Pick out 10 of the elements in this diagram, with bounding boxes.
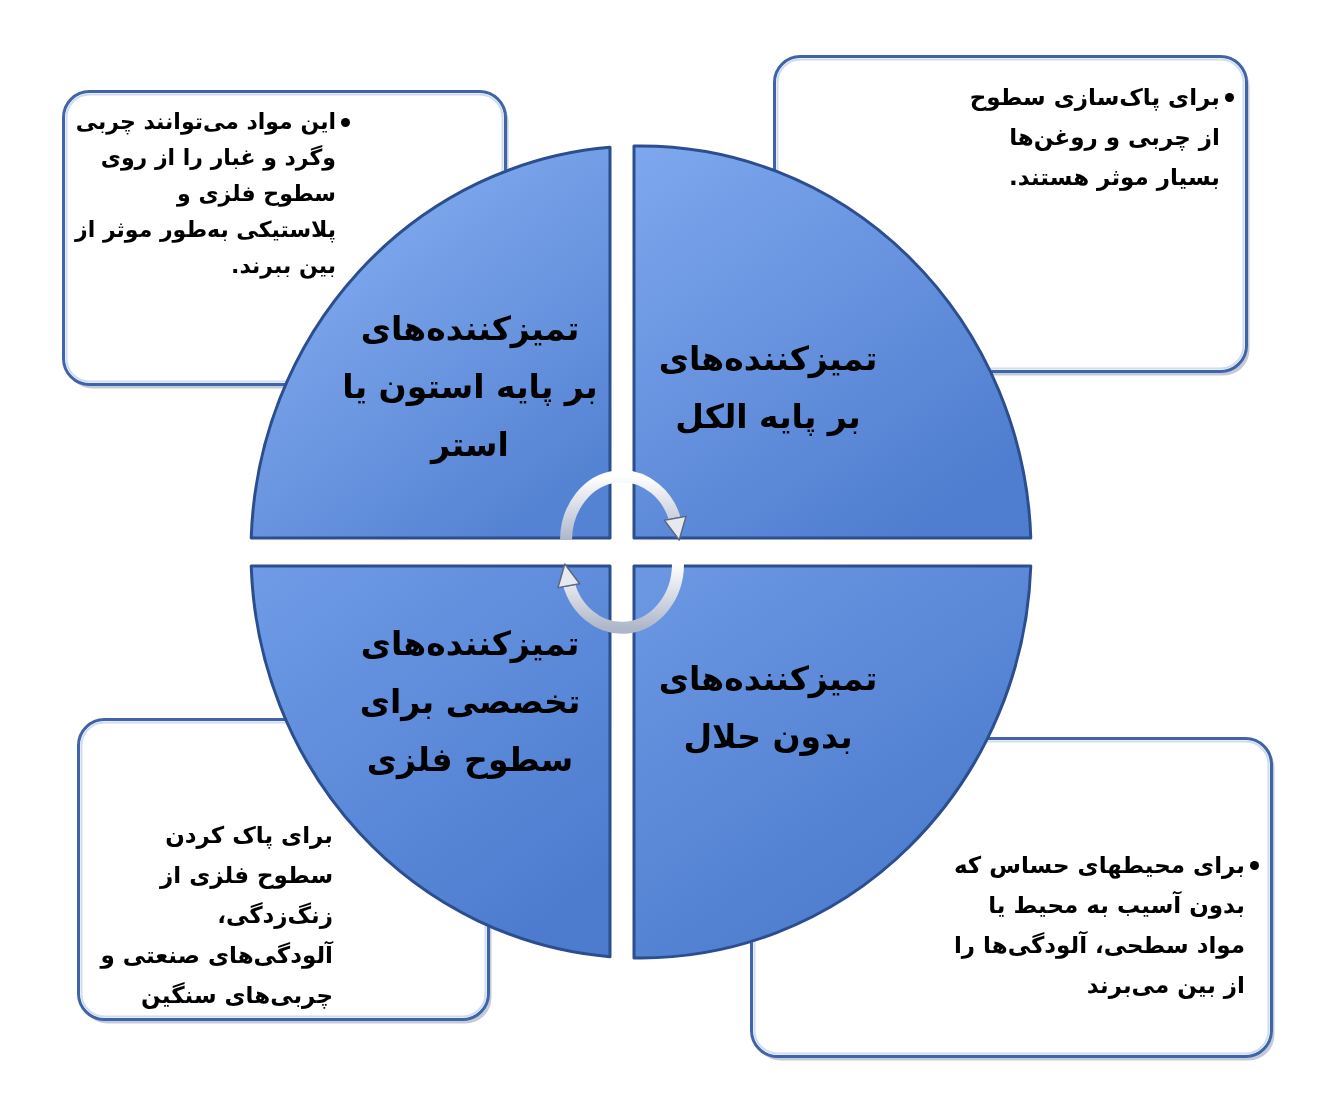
quadrant-label: تمیزکننده‌های تخصصی برای سطوح فلزی <box>358 623 582 782</box>
quadrant-label: تمیزکننده‌های بدون حلال <box>657 658 879 758</box>
quadrant-label: تمیزکننده‌های بر پایه الکل <box>657 338 879 439</box>
curved-arrow <box>560 470 687 541</box>
description-text: برای پاک کردن سطوح فلزی از زنگ‌زدگی، آلودگی‌های صنعتی و چربی‌های سنگین <box>98 821 333 1011</box>
description-text: برای پاک‌سازی سطوح از چربی و روغن‌ها بسیار موثر هستند. <box>968 83 1220 193</box>
quadrant-label: تمیزکننده‌های بر پایه استون یا استر <box>341 308 599 467</box>
curved-arrow <box>557 563 684 634</box>
description-text: این مواد می‌توانند چربی وگرد و غبار را از روی سطوح فلزی و پلاستیکی به‌طور موثر از بین ببرند. <box>74 108 336 281</box>
description-text: برای محیطهای حساس که بدون آسیب به محیط یا مواد سطحی، آلودگی‌ها را از بین می‌برند <box>952 851 1245 1001</box>
